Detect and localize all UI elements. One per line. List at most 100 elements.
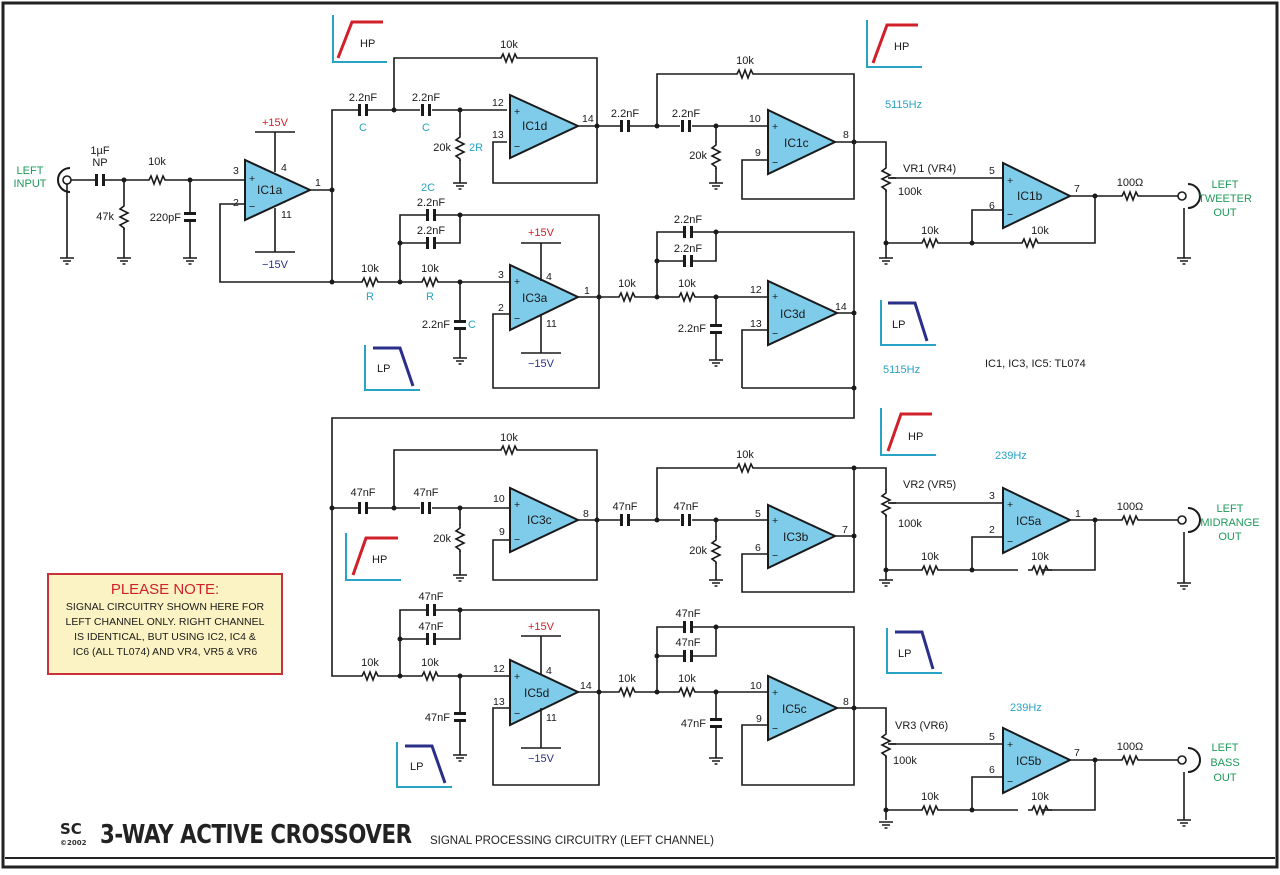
svg-text:−: −	[772, 723, 778, 735]
value: 100Ω	[1117, 501, 1144, 513]
hp-badge: HP	[345, 533, 401, 581]
svg-text:−: −	[249, 201, 255, 213]
lp-label: LP	[898, 648, 911, 660]
pin: 12	[492, 97, 504, 109]
input-capacitor	[95, 174, 105, 186]
value: 100Ω	[1117, 177, 1144, 189]
hp-badge-tweeter: HP	[866, 20, 922, 68]
value: 47nF	[673, 501, 698, 513]
c-2n2	[454, 320, 466, 330]
pin: 12	[750, 284, 762, 296]
c-2n2	[681, 120, 691, 132]
value: 10k	[421, 263, 439, 275]
value: 47nF	[425, 712, 450, 724]
value: 100k	[898, 518, 922, 530]
c-47n	[426, 604, 436, 616]
r-10k	[917, 805, 943, 815]
note-line: LEFT CHANNEL ONLY. RIGHT CHANNEL	[65, 616, 265, 628]
hp-label: HP	[908, 431, 923, 443]
pin: 5	[989, 731, 995, 743]
pin: 6	[989, 200, 995, 212]
value: 2.2nF	[349, 92, 377, 104]
pin: 7	[842, 524, 848, 536]
c-47n	[683, 650, 693, 662]
ic1b-label: IC1b	[1017, 189, 1043, 203]
ic5b-label: IC5b	[1016, 754, 1042, 768]
value: 47nF	[675, 608, 700, 620]
value: 10k	[500, 432, 518, 444]
pin: 11	[546, 318, 557, 330]
midrange-out-jack[interactable]	[1177, 507, 1201, 533]
value: 100k	[893, 755, 917, 767]
c-47n	[681, 514, 691, 526]
r-10k-input	[144, 175, 170, 185]
opamp-ic1b	[1002, 161, 1073, 230]
lp-badge-tweeter: LP	[880, 300, 936, 346]
ic3c-label: IC3c	[527, 513, 552, 527]
value: 47nF	[418, 621, 443, 633]
pos-rail-label: +15V	[528, 621, 555, 633]
r-100ohm	[1117, 191, 1143, 201]
pin: 6	[989, 764, 995, 776]
pin: 8	[583, 508, 589, 520]
r-10k	[614, 687, 640, 697]
pos-rail-label: +15V	[528, 227, 555, 239]
r-10k	[417, 277, 443, 287]
value: 2.2nF	[422, 319, 450, 331]
symbol: 2C	[421, 182, 435, 194]
r-10k	[674, 292, 700, 302]
value: 20k	[433, 533, 451, 545]
c-47n	[421, 502, 431, 514]
opamp-ic3d	[767, 279, 840, 347]
tweeter-label: OUT	[1213, 207, 1237, 219]
pin: 11	[546, 712, 557, 724]
bass-out-jack[interactable]	[1177, 747, 1201, 773]
value: 2.2nF	[672, 108, 700, 120]
pin: 3	[498, 269, 504, 281]
svg-text:−: −	[514, 708, 520, 720]
note-line: IC6 (ALL TL074) AND VR4, VR5 & VR6	[72, 646, 258, 658]
c-2n2	[358, 104, 368, 116]
r-10k	[614, 292, 640, 302]
input-label-2: INPUT	[14, 178, 47, 190]
pin: 2	[989, 524, 995, 536]
tweeter-lp-frequency: 5115Hz	[883, 364, 920, 376]
r-20k	[455, 523, 465, 553]
symbol: C	[359, 122, 367, 134]
opamp-ic5b	[1002, 726, 1073, 795]
value: 10k	[921, 791, 939, 803]
tweeter-out-jack[interactable]	[1177, 183, 1201, 209]
hp-label: HP	[360, 38, 375, 50]
svg-text:−: −	[1007, 536, 1013, 548]
opamp-ic1d	[509, 93, 581, 160]
svg-text:−: −	[772, 328, 778, 340]
value: 10k	[361, 263, 379, 275]
value: 10k	[736, 55, 754, 67]
r10k-input-value: 10k	[148, 156, 166, 168]
ic5d-label: IC5d	[524, 686, 549, 700]
ic3d-label: IC3d	[780, 307, 805, 321]
c-2n2	[421, 104, 431, 116]
svg-text:−: −	[514, 534, 520, 546]
pin: 4	[546, 271, 552, 283]
bass-label: OUT	[1213, 772, 1237, 784]
ic3a-label: IC3a	[522, 291, 548, 305]
svg-text:−: −	[514, 313, 520, 325]
opamp-ic3a	[509, 263, 581, 332]
symbol: 2R	[469, 142, 483, 154]
midrange-label: LEFT	[1217, 503, 1244, 515]
value: 2.2nF	[412, 92, 440, 104]
opamp-ic1a	[244, 158, 313, 222]
ic-type-note: IC1, IC3, IC5: TL074	[985, 358, 1086, 370]
pin: 2	[233, 197, 239, 209]
ic5a-label: IC5a	[1016, 514, 1042, 528]
pin: 10	[493, 493, 505, 505]
tweeter-label: LEFT	[1212, 179, 1239, 191]
title-block: SC ©2002 3-WAY ACTIVE CROSSOVER SIGNAL P…	[60, 820, 714, 850]
lp-label: LP	[377, 363, 390, 375]
value: 10k	[618, 673, 636, 685]
input-jack[interactable]	[57, 167, 72, 193]
svg-text:+: +	[514, 671, 520, 683]
